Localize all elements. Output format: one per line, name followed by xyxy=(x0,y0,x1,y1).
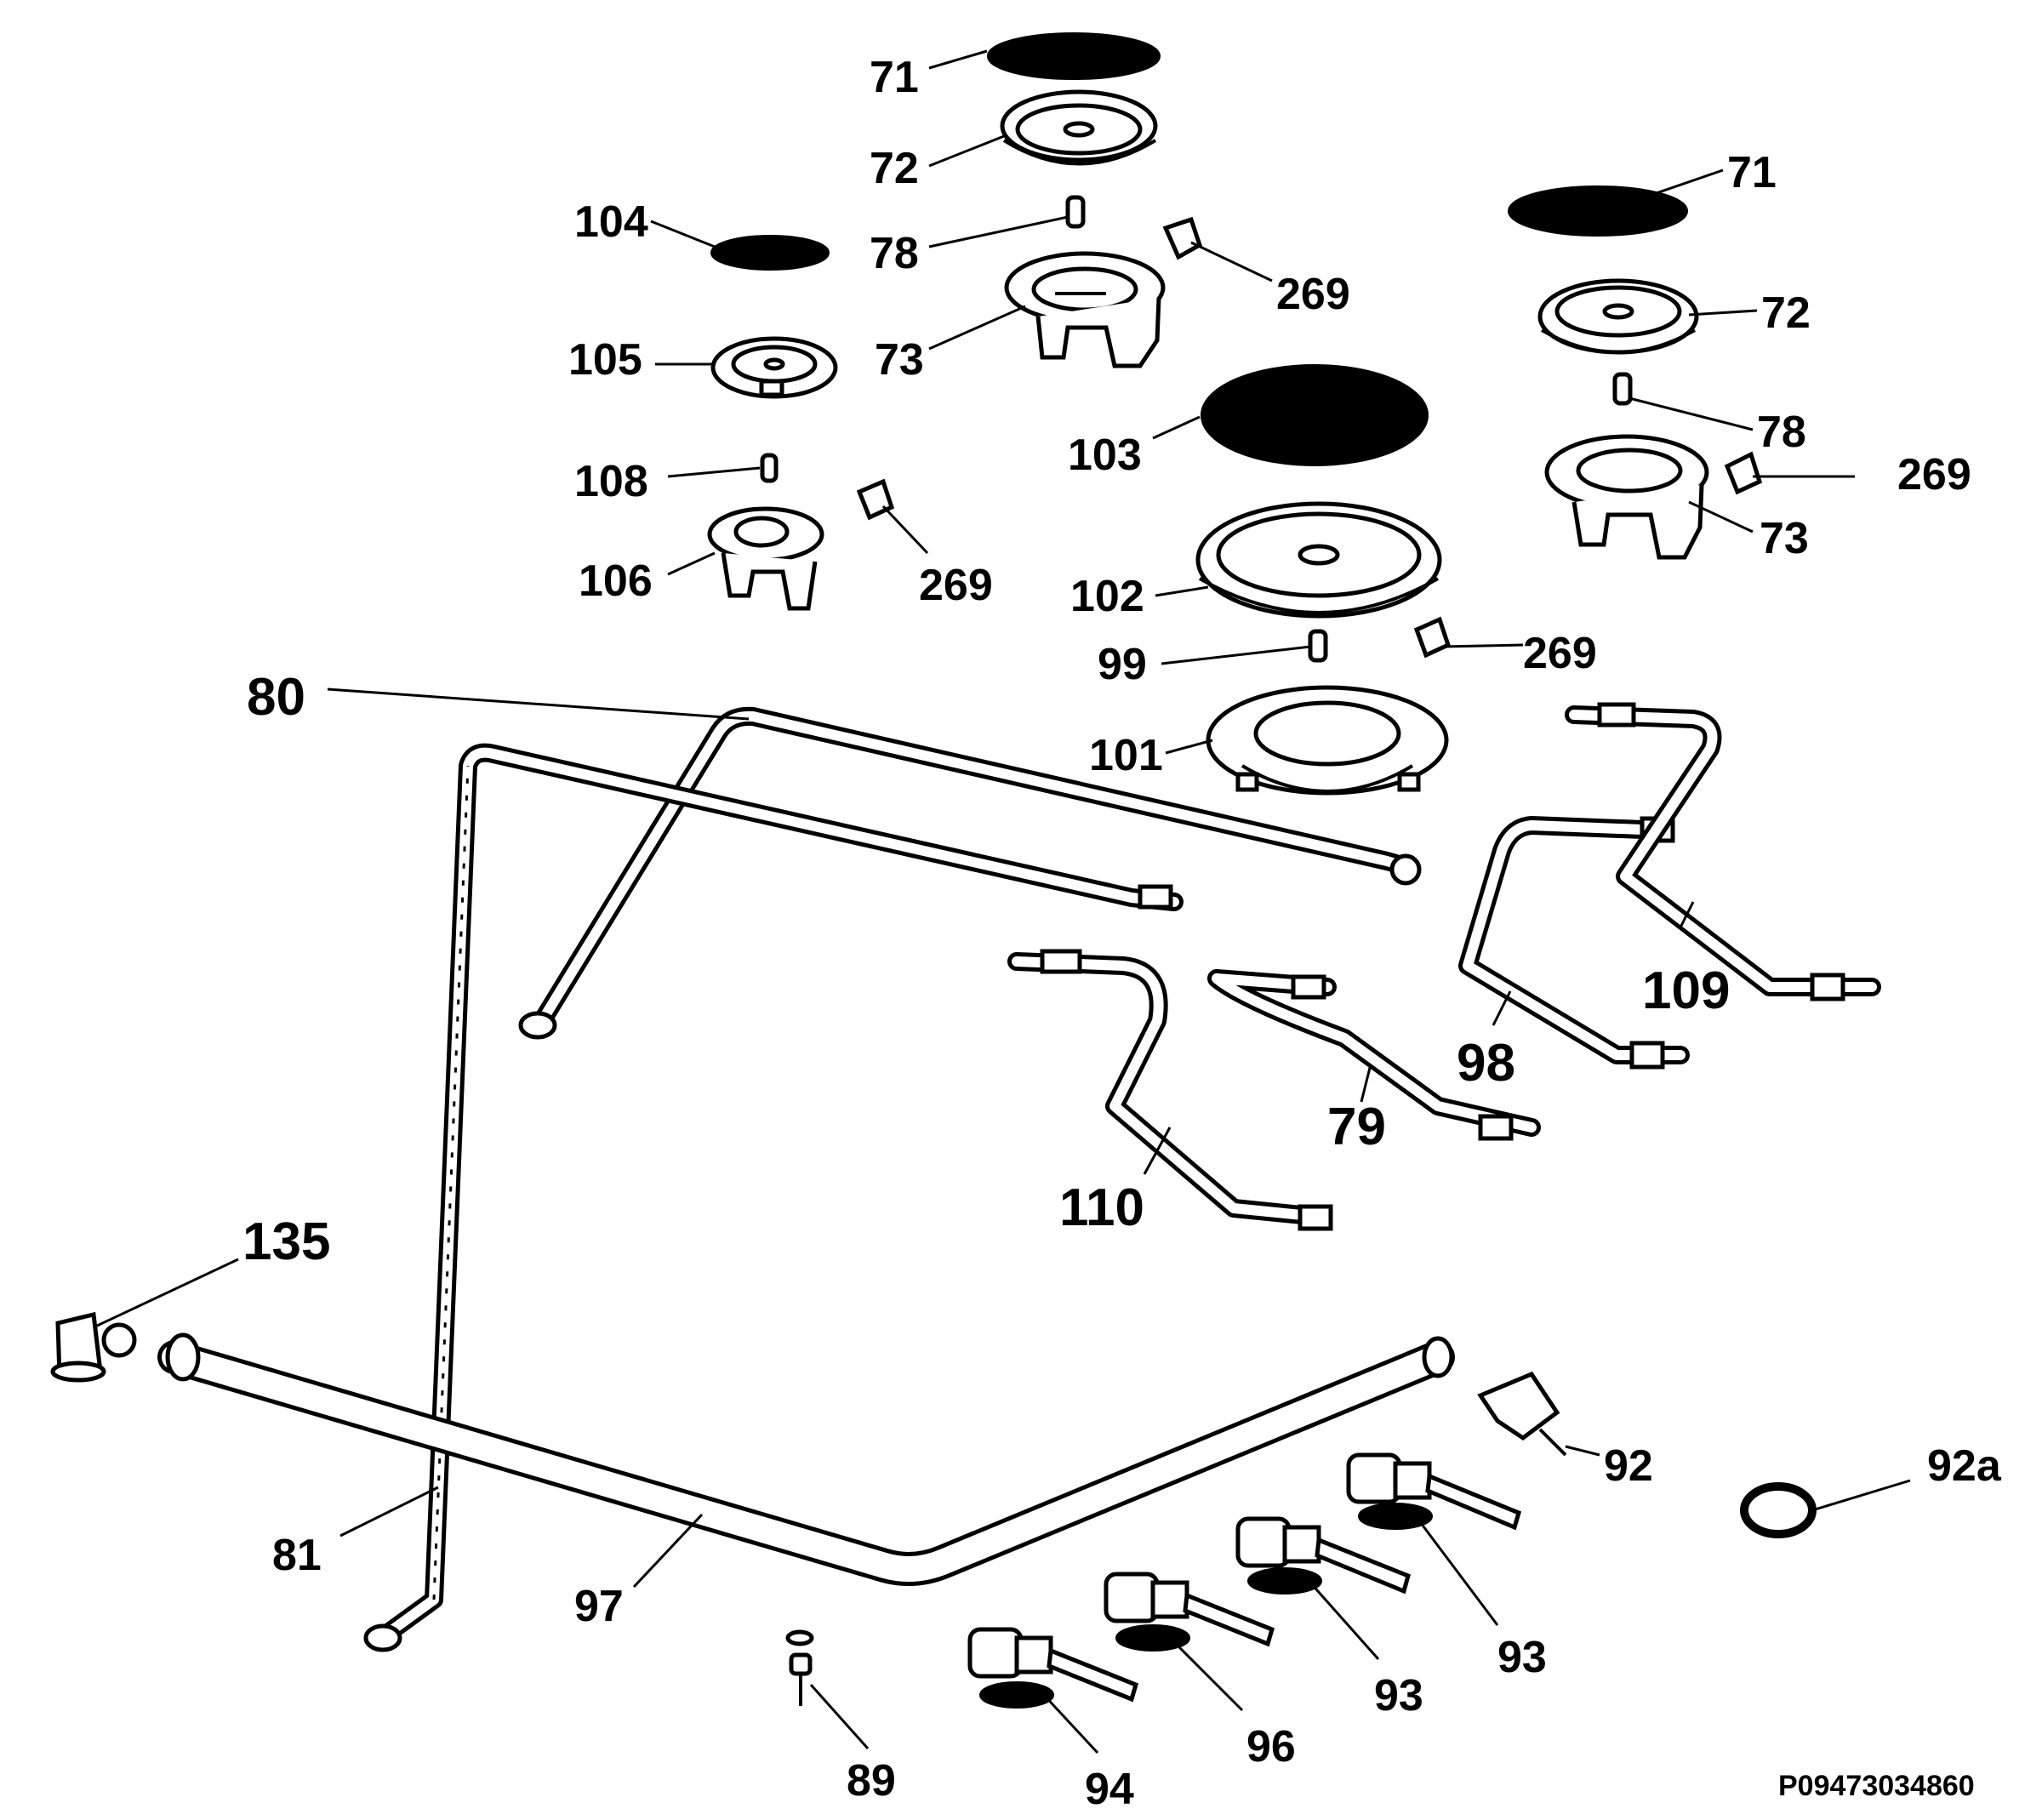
label-269-top: 269 xyxy=(1276,270,1350,319)
label-73-top: 73 xyxy=(875,335,924,385)
label-78-right: 78 xyxy=(1757,408,1806,457)
label-105: 105 xyxy=(568,335,642,385)
label-71-top: 71 xyxy=(870,53,919,102)
burner-cap-104 xyxy=(710,235,830,271)
label-94: 94 xyxy=(1085,1765,1134,1814)
label-106: 106 xyxy=(579,556,653,606)
burner-body-106 xyxy=(707,506,824,611)
gas-tap-94 xyxy=(967,1627,1139,1709)
gas-tap-93-a xyxy=(1346,1452,1522,1531)
label-99: 99 xyxy=(1098,640,1147,689)
burner-cap-71-top xyxy=(987,32,1161,80)
label-72-right: 72 xyxy=(1761,288,1811,338)
connector-135 xyxy=(50,1311,137,1383)
screw-89 xyxy=(785,1629,814,1706)
burner-cap-103 xyxy=(1201,364,1429,466)
burner-body-101 xyxy=(1206,685,1449,796)
label-110: 110 xyxy=(1059,1178,1144,1237)
label-71-right: 71 xyxy=(1727,148,1777,197)
diagram-code: P09473034860 xyxy=(1778,1770,1975,1802)
gas-rail-97 xyxy=(157,1332,1455,1586)
burner-body-73-top xyxy=(1004,251,1166,368)
label-93-a: 93 xyxy=(1497,1633,1547,1682)
label-72-top: 72 xyxy=(870,144,919,193)
burner-body-73-right xyxy=(1544,434,1709,560)
thermocouple-269-top xyxy=(1162,216,1203,260)
label-81: 81 xyxy=(272,1531,322,1580)
label-109: 109 xyxy=(1642,961,1730,1020)
label-101: 101 xyxy=(1089,731,1163,780)
label-135: 135 xyxy=(242,1212,330,1271)
gas-tap-93-b xyxy=(1235,1516,1412,1595)
burner-cap-71-right xyxy=(1508,185,1688,237)
leader-lines xyxy=(93,49,1911,1754)
label-78-top: 78 xyxy=(870,229,919,278)
gas-tube-110 xyxy=(1007,949,1333,1231)
thermocouple-269-right xyxy=(1724,451,1763,495)
label-102: 102 xyxy=(1070,572,1144,621)
label-97: 97 xyxy=(574,1582,624,1631)
label-98: 98 xyxy=(1457,1034,1515,1093)
label-269-small: 269 xyxy=(919,561,993,610)
injector-78-top xyxy=(1065,195,1086,229)
control-ring-92a xyxy=(1740,1482,1817,1538)
gas-tube-80 xyxy=(518,706,1422,1040)
label-103: 103 xyxy=(1068,431,1142,480)
label-92: 92 xyxy=(1604,1441,1653,1491)
label-269-large: 269 xyxy=(1523,629,1597,678)
injector-108 xyxy=(760,453,779,483)
burner-crown-105 xyxy=(710,336,838,399)
label-104: 104 xyxy=(574,197,648,247)
gas-tube-79 xyxy=(1207,969,1541,1141)
label-79: 79 xyxy=(1327,1098,1386,1156)
label-73-right: 73 xyxy=(1760,514,1809,563)
ignition-switch-92 xyxy=(1477,1371,1567,1457)
label-108: 108 xyxy=(574,457,648,506)
part-labels: 71 72 78 269 73 104 105 108 106 269 71 7… xyxy=(242,53,2002,1814)
burner-crown-72-top xyxy=(1000,89,1158,166)
gas-tap-96 xyxy=(1104,1572,1275,1652)
label-269-right: 269 xyxy=(1897,450,1971,499)
gas-tube-109 xyxy=(1565,702,1881,1001)
label-80: 80 xyxy=(247,668,305,727)
thermocouple-269-large xyxy=(1413,616,1452,659)
injector-99 xyxy=(1308,629,1328,663)
burner-crown-102 xyxy=(1195,501,1442,619)
label-92a: 92a xyxy=(1927,1441,2002,1491)
burner-crown-72-right xyxy=(1537,278,1699,355)
label-93-b: 93 xyxy=(1374,1671,1423,1720)
label-89: 89 xyxy=(847,1756,896,1806)
gas-tube-81 xyxy=(363,743,1184,1652)
injector-78-right xyxy=(1612,372,1633,406)
label-96: 96 xyxy=(1246,1722,1296,1772)
